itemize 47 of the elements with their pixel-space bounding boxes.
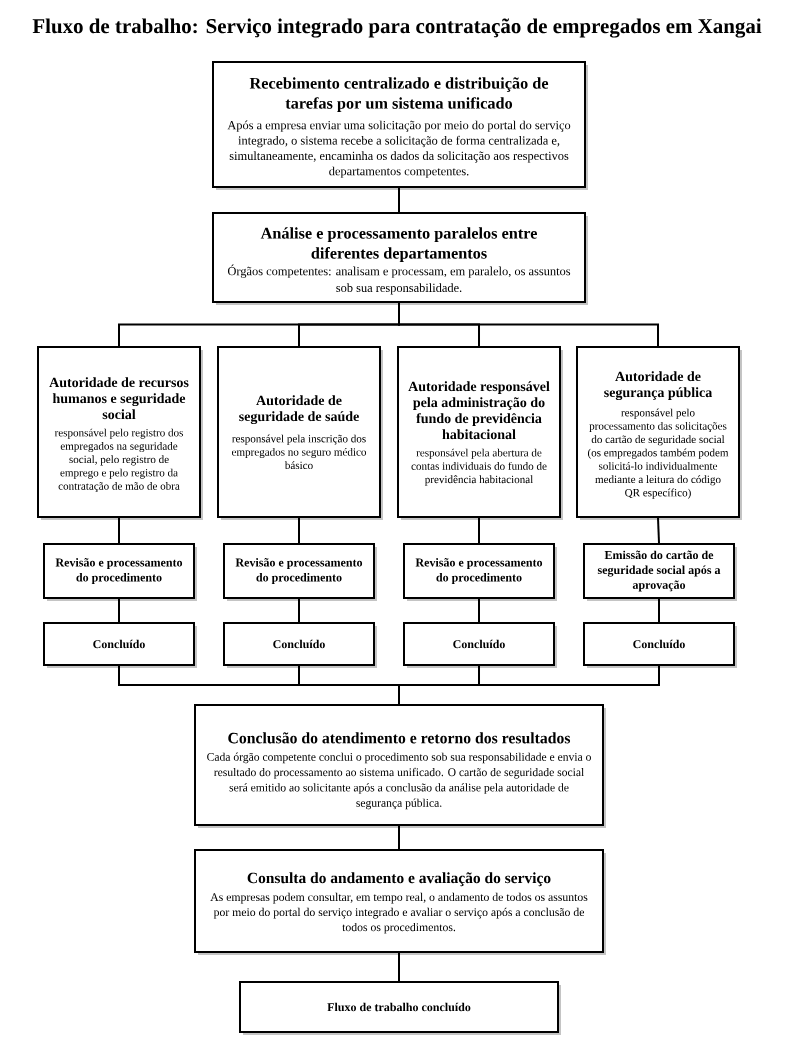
step-description: responsável pela inscrição dos empregados no seguro médico básico xyxy=(232,434,367,470)
process-box: Concluído xyxy=(403,622,557,668)
process-box: Concluído xyxy=(43,622,197,668)
connector-line xyxy=(658,598,660,623)
diagram-title: Fluxo de trabalho: Serviço integrado para contratação de empregados em Xangai xyxy=(32,18,762,38)
connector-line xyxy=(118,517,120,544)
connector-line xyxy=(298,517,300,544)
process-box xyxy=(212,61,588,190)
process-box xyxy=(397,346,563,520)
process-box: Revisão e processamento do procedimento xyxy=(403,543,557,601)
process-box xyxy=(576,346,742,520)
step-title: Recebimento centralizado e distribuição de tarefas por um sistema unificado xyxy=(249,77,549,113)
step-title: Autoridade de segurança pública xyxy=(604,371,713,401)
process-box: Fluxo de trabalho concluído xyxy=(239,981,561,1035)
step-description: Após a empresa enviar uma solicitação por meio do portal do serviço integrado, o sistema recebe a solicitação de forma centralizada e, simultaneamente, encaminha os dados da solicitação aos respectivos departamentos competentes. xyxy=(227,120,571,178)
step-title: Autoridade de seguridade de saúde xyxy=(239,395,359,425)
step-description: Cada órgão competente conclui o procedimento sob sua responsabilidade e envia o resultado do processamento ao sistema unificado. O cartão de seguridade social será emitido ao solicitante após a conclusão da análise pela autoridade de segurança pública. xyxy=(207,752,591,810)
step-title: Autoridade de recursos humanos e seguridade social xyxy=(49,377,189,420)
process-box xyxy=(212,212,588,305)
connector-line xyxy=(398,187,400,213)
step-description: responsável pelo processamento das solicitações do cartão de seguridade social (os empregados também podem solicitá-lo individualmente mediante a leitura do código QR específico) xyxy=(588,408,729,499)
step-title: Conclusão do atendimento e retorno dos resultados xyxy=(228,732,571,744)
connector-line xyxy=(398,302,659,347)
connector-line xyxy=(298,598,300,623)
step-description: responsável pela abertura de contas individuais do fundo de previdência habitacional xyxy=(411,448,547,486)
step-description: Órgãos competentes: analisam e processam, em paralelo, os assuntos sob sua responsabilidade. xyxy=(227,264,571,295)
process-box: Revisão e processamento do procedimento xyxy=(43,543,197,601)
step-title: Consulta do andamento e avaliação do serviço xyxy=(247,872,551,887)
process-box xyxy=(194,704,606,828)
connector-line xyxy=(398,825,400,850)
step-title: Análise e processamento paralelos entre diferentes departamentos xyxy=(260,227,537,263)
process-box: Concluído xyxy=(223,622,377,668)
connector-line xyxy=(398,665,660,705)
connector-line xyxy=(478,517,480,544)
step-description: As empresas podem consultar, em tempo real, o andamento de todos os assuntos por meio do portal do serviço integrado e avaliar o serviço após a conclusão de todos os procedimentos. xyxy=(210,892,588,934)
step-title: Autoridade responsável pela administração do fundo de previdência habitacional xyxy=(408,381,550,440)
connector-line xyxy=(398,952,400,982)
process-box: Revisão e processamento do procedimento xyxy=(223,543,377,601)
process-box xyxy=(217,346,383,520)
process-box: Emissão do cartão de seguridade social após a aprovação xyxy=(583,543,737,601)
process-box: Concluído xyxy=(583,622,737,668)
step-description: responsável pelo registro dos empregados na seguridade social, pelo registro de emprego e pelo registro da contratação de mão de obra xyxy=(54,428,183,493)
connector-line xyxy=(657,517,660,544)
process-box xyxy=(194,849,606,955)
process-box xyxy=(37,346,203,520)
connector-line xyxy=(478,598,480,623)
connector-line xyxy=(118,598,120,623)
